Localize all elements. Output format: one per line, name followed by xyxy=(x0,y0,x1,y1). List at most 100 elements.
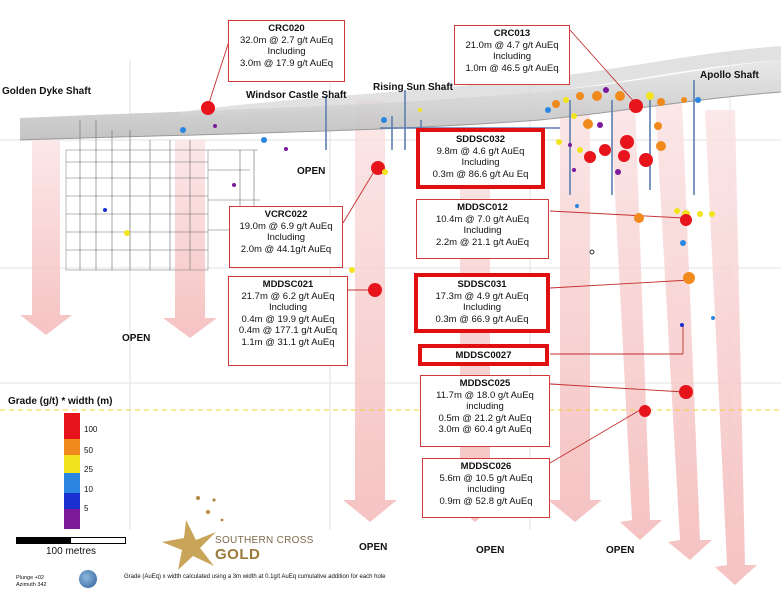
plunge-text: Plunge +02 xyxy=(16,575,44,581)
callout-crc013: CRC013 21.0m @ 4.7 g/t AuEq Including 1.… xyxy=(454,25,570,85)
callout-line: 5.6m @ 10.5 g/t AuEq xyxy=(439,472,533,484)
intercept-point xyxy=(584,151,596,163)
callout-line: 11.7m @ 18.0 g/t AuEq xyxy=(436,389,534,401)
open-label: OPEN xyxy=(606,545,635,556)
callout-title: MDDSC012 xyxy=(457,202,508,213)
callout-line: Including xyxy=(268,302,308,313)
intercept-point xyxy=(103,208,107,212)
callout-line: 21.7m @ 6.2 g/t AuEq xyxy=(241,290,335,302)
drill-intercepts xyxy=(103,87,715,417)
open-label: OPEN xyxy=(476,545,505,556)
intercept-point xyxy=(646,92,654,100)
intercept-point xyxy=(603,87,609,93)
callout-mddsc021: MDDSC021 21.7m @ 6.2 g/t AuEq Including … xyxy=(228,276,348,366)
callout-title: VCRC022 xyxy=(264,209,308,220)
callout-line: 0.3m @ 66.9 g/t AuEq xyxy=(435,313,529,325)
intercept-point xyxy=(572,168,576,172)
callout-line: 2.0m @ 44.1g/t AuEq xyxy=(240,243,332,255)
footnote: Grade (AuEq) x width calculated using a … xyxy=(124,574,386,580)
callout-line: Including xyxy=(462,302,502,313)
intercept-point xyxy=(634,213,644,223)
intercept-point xyxy=(371,161,385,175)
intercept-point xyxy=(592,91,602,101)
callout-line: 1.1m @ 31.1 g/t AuEq xyxy=(241,336,335,348)
intercept-point xyxy=(629,99,643,113)
callout-line: 3.0m @ 17.9 g/t AuEq xyxy=(239,57,334,69)
logo-text-top: SOUTHERN CROSS xyxy=(215,535,314,546)
callout-line: Including xyxy=(267,46,306,57)
intercept-point xyxy=(568,143,572,147)
intercept-point xyxy=(681,97,687,103)
legend-title: Grade (g/t) * width (m) xyxy=(8,396,113,407)
intercept-point xyxy=(674,208,680,214)
legend-swatch xyxy=(64,509,80,529)
callout-title: SDDSC032 xyxy=(455,134,506,145)
intercept-point xyxy=(589,249,595,255)
intercept-point xyxy=(284,147,288,151)
intercept-point xyxy=(680,323,684,327)
intercept-point xyxy=(615,91,625,101)
legend-swatch xyxy=(64,413,80,439)
intercept-point xyxy=(711,316,715,320)
intercept-point xyxy=(349,267,355,273)
intercept-point xyxy=(620,135,634,149)
callout-line: Including xyxy=(463,225,502,236)
intercept-point xyxy=(575,204,579,208)
callout-line: 21.0m @ 4.7 g/t AuEq xyxy=(465,39,559,51)
legend-label: 10 xyxy=(84,485,93,494)
intercept-point xyxy=(709,211,715,217)
callout-title: CRC013 xyxy=(493,28,531,39)
intercept-point xyxy=(657,98,665,106)
callout-line: 0.9m @ 52.8 g/t AuEq xyxy=(439,495,533,507)
callout-line: 0.5m @ 21.2 g/t AuEq xyxy=(438,412,532,424)
intercept-point xyxy=(577,147,583,153)
compass-icon xyxy=(79,570,97,588)
intercept-point xyxy=(615,169,621,175)
callout-line: Including xyxy=(492,51,532,62)
intercept-point xyxy=(597,122,603,128)
intercept-point xyxy=(683,272,695,284)
legend-swatch xyxy=(64,455,80,473)
callout-line: including xyxy=(466,401,504,412)
callout-mddsc025: MDDSC025 11.7m @ 18.0 g/t AuEq including… xyxy=(420,375,550,447)
intercept-point xyxy=(545,107,551,113)
intercept-point xyxy=(599,144,611,156)
callout-line: 0.3m @ 86.6 g/t Au Eq xyxy=(432,168,529,180)
intercept-point xyxy=(680,240,686,246)
legend-swatch xyxy=(64,493,80,509)
open-label: OPEN xyxy=(359,542,388,553)
intercept-point xyxy=(368,283,382,297)
intercept-point xyxy=(697,211,703,217)
intercept-point xyxy=(261,137,267,143)
intercept-point xyxy=(639,153,653,167)
callout-line: 3.0m @ 60.4 g/t AuEq xyxy=(438,424,532,435)
callout-sddsc032: SDDSC032 9.8m @ 4.6 g/t AuEq Including 0… xyxy=(416,128,545,189)
callout-mddsc0027: MDDSC0027 xyxy=(418,344,549,366)
callout-title: MDDSC026 xyxy=(460,461,512,472)
intercept-point xyxy=(552,100,560,108)
callout-sddsc031: SDDSC031 17.3m @ 4.9 g/t AuEq Including … xyxy=(414,273,550,333)
callout-line: Including xyxy=(461,157,500,168)
intercept-point xyxy=(180,127,186,133)
intercept-point xyxy=(382,169,388,175)
intercept-point xyxy=(656,141,666,151)
callout-line: 2.2m @ 21.1 g/t AuEq xyxy=(435,236,530,248)
callout-title: CRC020 xyxy=(268,23,305,34)
intercept-point xyxy=(576,92,584,100)
intercept-point xyxy=(654,122,662,130)
intercept-point xyxy=(679,385,693,399)
intercept-point xyxy=(563,97,569,103)
callout-mddsc026: MDDSC026 5.6m @ 10.5 g/t AuEq including … xyxy=(422,458,550,518)
legend-label: 5 xyxy=(84,504,89,513)
callout-line: 1.0m @ 46.5 g/t AuEq xyxy=(465,62,559,74)
intercept-point xyxy=(680,214,692,226)
scale-label: 100 metres xyxy=(46,546,97,557)
intercept-point xyxy=(381,117,387,123)
legend-label: 25 xyxy=(84,465,93,474)
open-label: OPEN xyxy=(122,333,151,344)
legend-swatch xyxy=(64,439,80,455)
legend-swatch xyxy=(64,473,80,493)
intercept-point xyxy=(232,183,236,187)
intercept-point xyxy=(639,405,651,417)
